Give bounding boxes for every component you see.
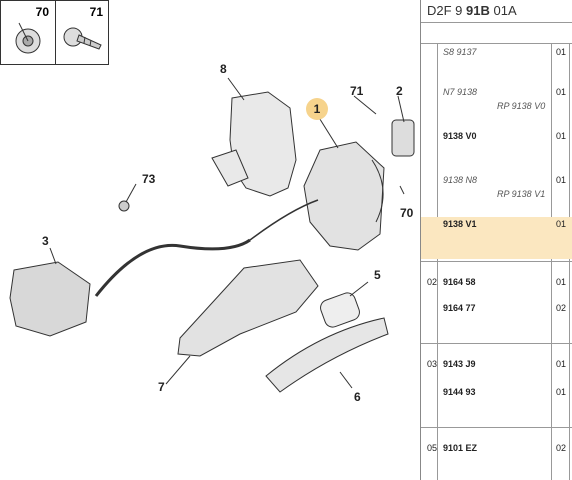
row-reference: 9164 58 <box>443 277 476 287</box>
leader-lines <box>49 77 405 389</box>
label-7[interactable]: 7 <box>158 380 165 394</box>
latch-1-shape <box>303 141 385 251</box>
row-qty: 01 <box>556 87 567 97</box>
row-reference: RP 9138 V1 <box>497 189 546 199</box>
ref-prefix: D2F 9 <box>427 3 463 18</box>
row-qty: 01 <box>556 175 567 185</box>
row-reference: 9101 EZ <box>443 443 478 453</box>
blank-header <box>421 23 572 44</box>
row-qty: 02 <box>556 303 567 313</box>
reference-header: D2F 9 91B 01A <box>421 0 572 23</box>
label-71[interactable]: 71 <box>350 84 364 98</box>
label-6[interactable]: 6 <box>354 390 361 404</box>
gasket-5-shape <box>320 292 360 328</box>
part-row[interactable]: 9138 N8 01 <box>421 173 572 187</box>
part-row[interactable]: 02 9164 58 01 <box>421 275 572 289</box>
part-row[interactable]: S8 9137 01 <box>421 45 572 59</box>
thumb-70-label: 70 <box>35 5 49 19</box>
thumb-70[interactable]: 70 <box>1 1 56 64</box>
row-qty: 01 <box>556 359 567 369</box>
ref-bold: 91B <box>466 3 490 18</box>
row-reference: RP 9138 V0 <box>497 101 546 111</box>
row-qty: 01 <box>556 277 567 287</box>
part-row[interactable]: RP 9138 V0 <box>421 99 572 113</box>
row-qty: 01 <box>556 47 567 57</box>
row-reference: 9144 93 <box>443 387 476 397</box>
bolt-70-icon <box>15 22 41 54</box>
part-row[interactable]: 9144 93 01 <box>421 385 572 399</box>
part-row[interactable]: 03 9143 J9 01 <box>421 357 572 371</box>
part-row[interactable]: RP 9138 V1 <box>421 187 572 201</box>
row-qty: 02 <box>556 443 567 453</box>
nut-73-shape <box>118 200 130 212</box>
label-5[interactable]: 5 <box>374 268 381 282</box>
row-separator <box>421 261 572 262</box>
part-row[interactable]: 05 9101 EZ 02 <box>421 441 572 455</box>
row-reference: 9138 N8 <box>443 175 478 185</box>
row-reference: 9164 77 <box>443 303 476 313</box>
thumb-71-label: 71 <box>89 5 103 19</box>
row-reference: 9143 J9 <box>443 359 476 369</box>
callout-1[interactable]: 1 <box>306 98 328 120</box>
fastener-thumbnails: 70 71 <box>0 0 109 65</box>
assembly-drawing <box>9 77 415 393</box>
part-row[interactable]: 9164 77 02 <box>421 301 572 315</box>
row-reference: 9138 V0 <box>443 131 477 141</box>
row-reference: N7 9138 <box>443 87 478 97</box>
row-separator <box>421 343 572 344</box>
handle-frame-7-shape <box>177 259 319 357</box>
label-73[interactable]: 73 <box>142 172 156 186</box>
parts-diagram: 70 71 <box>0 0 415 404</box>
screw-71-icon <box>63 27 102 50</box>
row-qty: 01 <box>556 219 567 229</box>
row-reference: 9138 V1 <box>443 219 477 229</box>
part-row[interactable]: N7 9138 01 <box>421 85 572 99</box>
row-group: 05 <box>427 443 438 453</box>
row-reference: S8 9137 <box>443 47 477 57</box>
ref-suffix: 01A <box>493 3 517 18</box>
striker-2-shape <box>391 119 415 157</box>
label-2[interactable]: 2 <box>396 84 403 98</box>
rod-shape <box>249 199 319 241</box>
part-row[interactable]: 9138 V0 01 <box>421 129 572 143</box>
row-separator <box>421 427 572 428</box>
part-row[interactable]: 9138 V1 01 <box>421 217 572 259</box>
handle-6-shape <box>265 317 389 393</box>
label-70[interactable]: 70 <box>400 206 414 220</box>
bracket-8-shape <box>211 91 297 197</box>
cable-shape <box>94 238 251 297</box>
thumb-71[interactable]: 71 <box>55 1 109 64</box>
row-qty: 01 <box>556 387 567 397</box>
row-group: 02 <box>427 277 438 287</box>
row-group: 03 <box>427 359 438 369</box>
handle-base-3-shape <box>9 261 91 337</box>
label-8[interactable]: 8 <box>220 62 227 76</box>
row-qty: 01 <box>556 131 567 141</box>
parts-list-panel: D2F 9 91B 01A S8 9137 01 N7 9138 01 RP 9138 … <box>420 0 572 480</box>
label-3[interactable]: 3 <box>42 234 49 248</box>
